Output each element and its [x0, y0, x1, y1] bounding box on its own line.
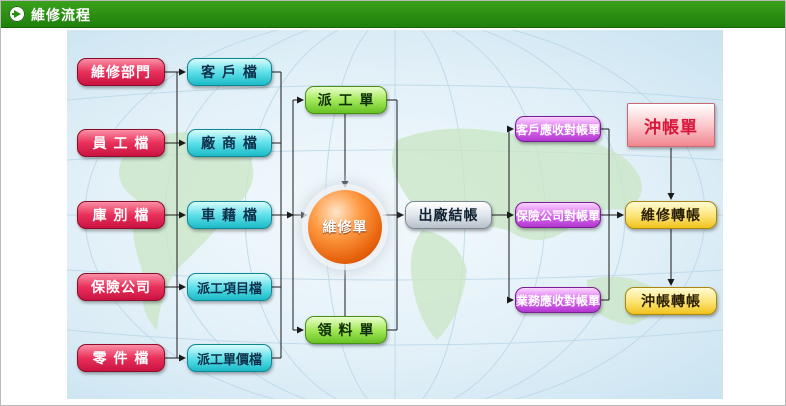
- node-repair-transfer[interactable]: 維修轉帳: [625, 201, 717, 229]
- node-customer-file[interactable]: 客 戶 檔: [187, 58, 272, 86]
- node-sales-receivable-statement[interactable]: 業務應收對帳單: [515, 287, 601, 313]
- node-vendor-file[interactable]: 廠 商 檔: [187, 129, 272, 157]
- node-employee-file[interactable]: 員 工 檔: [77, 129, 165, 157]
- node-dispatch-price-file[interactable]: 派工單價檔: [187, 344, 272, 372]
- node-repair-order[interactable]: 維修單: [308, 190, 382, 264]
- node-dispatch-item-file[interactable]: 派工項目檔: [187, 273, 272, 301]
- node-reversal-slip[interactable]: 沖帳單: [627, 103, 715, 147]
- node-vehicle-file[interactable]: 車 藉 檔: [187, 201, 272, 229]
- node-warehouse-file[interactable]: 庫 別 檔: [77, 201, 165, 229]
- node-repair-dept[interactable]: 維修部門: [77, 58, 165, 86]
- node-insurance-statement[interactable]: 保險公司對帳單: [515, 202, 601, 228]
- page-title: 維修流程: [31, 8, 91, 24]
- node-checkout[interactable]: 出廠結帳: [405, 201, 492, 229]
- arrow-circle-icon: [9, 6, 25, 22]
- node-reversal-transfer[interactable]: 沖帳轉帳: [625, 287, 717, 315]
- node-insurance-company[interactable]: 保險公司: [77, 273, 165, 301]
- title-bar: 維修流程: [1, 1, 785, 28]
- node-parts-file[interactable]: 零 件 檔: [77, 344, 165, 372]
- node-dispatch-order[interactable]: 派 工 單: [305, 86, 387, 114]
- node-customer-receivable-statement[interactable]: 客戶應收對帳單: [515, 116, 601, 142]
- workflow-diagram: 維修部門 員 工 檔 庫 別 檔 保險公司 零 件 檔 客 戶 檔 廠 商 檔 …: [67, 30, 723, 399]
- node-material-requisition[interactable]: 領 料 單: [305, 316, 387, 344]
